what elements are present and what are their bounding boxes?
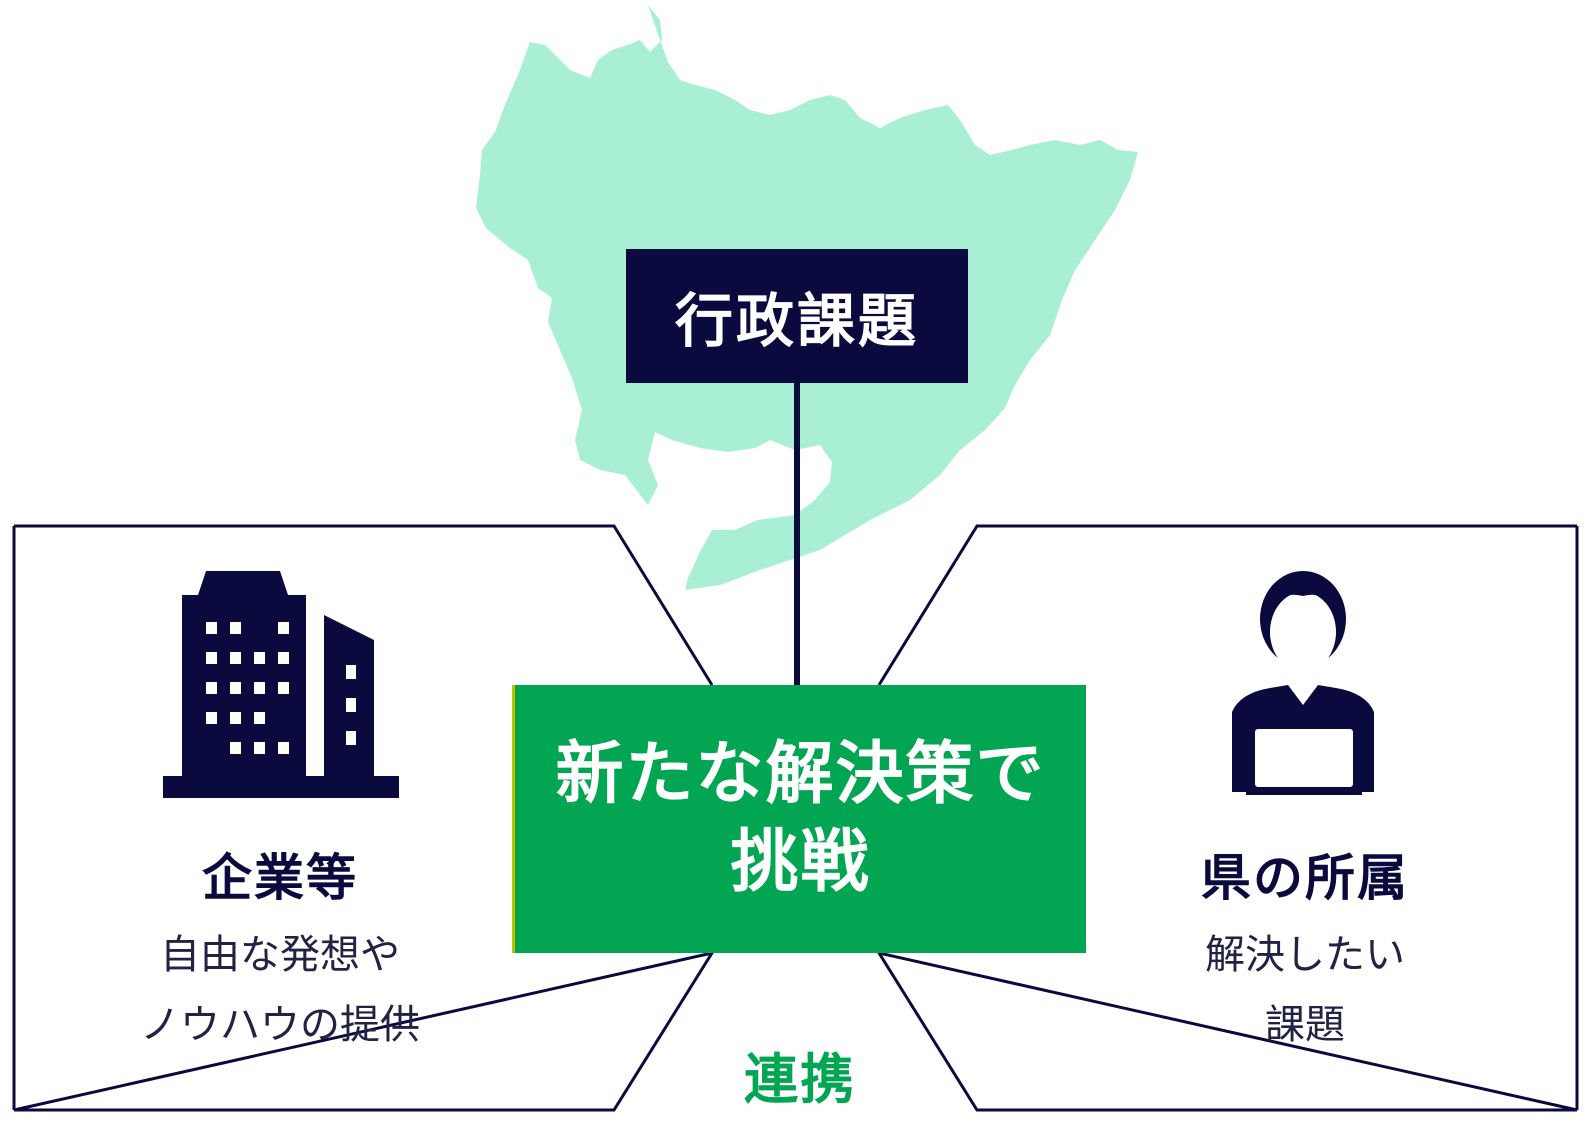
left-panel-description: 自由な発想や ノウハウの提供 (110, 920, 450, 1060)
right-panel-title: 県の所属 (1201, 849, 1409, 907)
new-solution-box: 新たな解決策で 挑戦 (512, 685, 1086, 953)
administrative-issue-label: 行政課題 (674, 287, 919, 355)
right-panel-description: 解決したい 課題 (1170, 920, 1440, 1060)
left-panel-title: 企業等 (202, 849, 358, 907)
administrative-issue-box: 行政課題 (626, 249, 968, 383)
new-solution-line2: 挑戦 (730, 823, 871, 902)
right-panel-desc-line2: 課題 (1265, 1002, 1345, 1048)
new-solution-line1: 新たな解決策で (555, 735, 1046, 814)
person-laptop-icon (1232, 571, 1374, 795)
building-icon (163, 571, 399, 798)
left-panel-border (13, 524, 716, 1112)
collaboration-label: 連携 (744, 1048, 856, 1111)
right-panel-border (875, 524, 1578, 1112)
left-panel-desc-line1: 自由な発想や (160, 932, 400, 978)
left-panel-desc-line2: ノウハウの提供 (140, 1002, 420, 1048)
right-panel-desc-line1: 解決したい (1205, 932, 1405, 978)
